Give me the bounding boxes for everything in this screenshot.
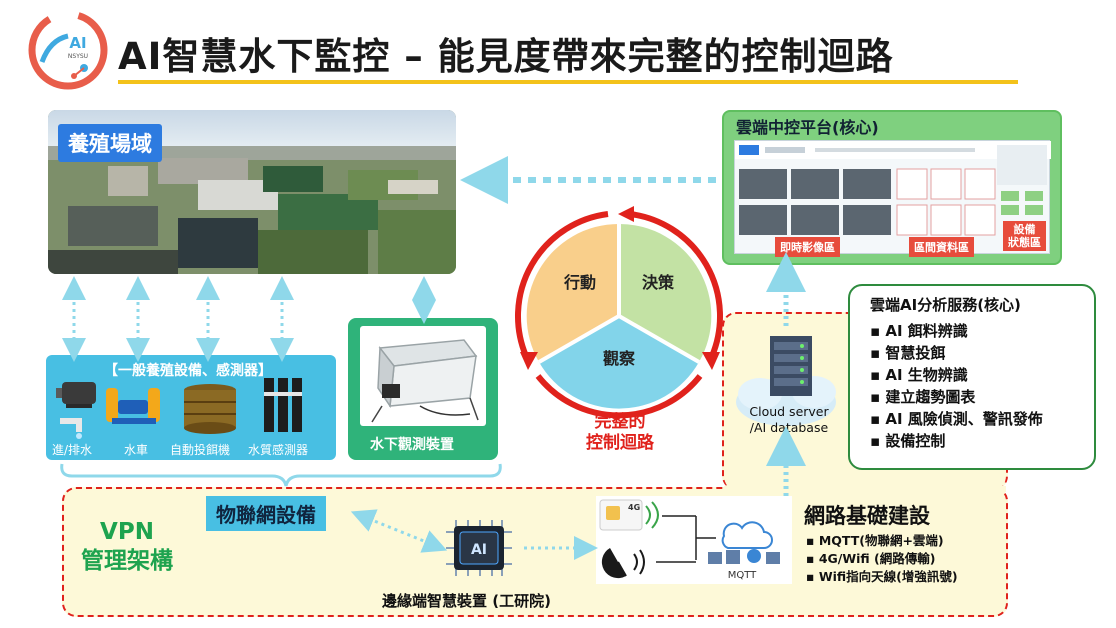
cloud-server-label-line1: Cloud server: [749, 404, 829, 419]
auto-feeder-icon: [184, 384, 236, 434]
tag-device-status-line2: 狀態區: [1008, 236, 1041, 249]
edge-ai-chip-icon: AI: [446, 520, 512, 576]
vpn-label-line1: VPN: [100, 519, 154, 545]
equip-label-inlet-outlet: 進/排水: [52, 443, 93, 457]
service-item: 智慧投餌: [870, 342, 1043, 364]
cloud-server-label-line2: /AI database: [749, 420, 829, 435]
page-title: AI智慧水下監控 – 能見度帶來完整的控制迴路: [118, 35, 894, 78]
edge-device-label: 邊緣端智慧裝置 (工研院): [382, 592, 551, 610]
cloud-server-icon: [736, 336, 836, 426]
loop-arrowhead-right: [702, 352, 720, 370]
directional-antenna-icon: [601, 548, 645, 579]
sim-4g-text: 4G: [628, 503, 640, 512]
network-item: Wifi指向天線(增強訊號): [806, 568, 958, 586]
iot-devices-label: 物聯網設備: [206, 496, 326, 531]
tag-device-status: 設備 狀態區: [1003, 221, 1046, 251]
cloud-platform-title: 雲端中控平台(核心): [736, 118, 879, 137]
service-item: 建立趨勢圖表: [870, 386, 1043, 408]
equip-label-auto-feeder: 自動投餌機: [170, 443, 231, 457]
loop-arc-left: [514, 211, 609, 358]
network-infrastructure-graphic: 4G MQTT: [596, 496, 792, 584]
equip-label-water-sensor: 水質感測器: [248, 443, 309, 457]
loop-arrowhead-left: [520, 352, 538, 370]
loop-caption: 完整的 控制迴路: [568, 412, 672, 454]
network-infra-list: MQTT(物聯網+雲端) 4G/Wifi (網路傳輸) Wifi指向天線(增強訊…: [806, 532, 958, 586]
loop-arc-right: [629, 211, 724, 358]
underwater-device-label: 水下觀測裝置: [370, 437, 454, 453]
cloud-server-label: Cloud server /AI database: [734, 404, 844, 436]
loop-dividers: [538, 224, 700, 364]
tag-realtime-video: 即時影像區: [775, 237, 840, 257]
logo-text: AI: [69, 34, 86, 52]
motor-icon: [56, 382, 96, 408]
service-item: AI 生物辨識: [870, 364, 1043, 386]
control-loop-diagram: 行動 決策 觀察: [514, 206, 724, 419]
loop-observe-label: 觀察: [603, 349, 636, 368]
service-item: AI 餌料辨識: [870, 320, 1043, 342]
vpn-label: VPN 管理架構: [72, 518, 182, 576]
cloud-mqtt-icon: MQTT: [708, 521, 780, 581]
tag-interval-data: 區間資料區: [909, 237, 974, 257]
water-tap-icon: [60, 418, 82, 439]
ai-services-title: 雲端AI分析服務(核心): [870, 296, 1021, 314]
vpn-label-line2: 管理架構: [81, 548, 173, 574]
loop-arrowhead-top: [618, 206, 634, 222]
network-item: MQTT(物聯網+雲端): [806, 532, 958, 550]
region-joint: [724, 486, 1006, 492]
underwater-device-image: [360, 326, 486, 426]
equipment-icons: [56, 378, 302, 439]
logo-subtext: NSYSU: [68, 53, 88, 60]
network-infra-title: 網路基礎建設: [804, 504, 930, 528]
loop-arc-bottom: [535, 374, 703, 419]
platform-screenshot: 即時影像區 區間資料區 設備 狀態區: [734, 140, 1051, 257]
paddlewheel-icon: [106, 388, 160, 424]
farm-label: 養殖場域: [58, 124, 162, 162]
equip-label-paddlewheel: 水車: [124, 443, 149, 457]
mqtt-text: MQTT: [728, 570, 757, 581]
loop-decision-label: 決策: [642, 273, 675, 292]
ai-services-list: AI 餌料辨識 智慧投餌 AI 生物辨識 建立趨勢圖表 AI 風險偵測、警訊發佈…: [870, 320, 1043, 452]
loop-caption-line1: 完整的: [594, 412, 646, 432]
loop-caption-line2: 控制迴路: [586, 433, 654, 453]
title-underline: [118, 80, 1018, 84]
platform-dashboard-graphic: [735, 141, 1051, 236]
edge-chip-text: AI: [471, 542, 487, 558]
loop-action-label: 行動: [563, 273, 596, 292]
tag-device-status-line1: 設備: [1013, 223, 1036, 236]
service-item: 設備控制: [870, 430, 1043, 452]
network-item: 4G/Wifi (網路傳輸): [806, 550, 958, 568]
signal-icon: [645, 505, 651, 525]
water-quality-sensor-icon: [264, 378, 302, 432]
grouping-brace: [60, 463, 502, 487]
nsysu-ai-logo: AI NSYSU: [28, 10, 108, 90]
equipment-title: 【一般養殖設備、感測器】: [104, 363, 272, 379]
service-item: AI 風險偵測、警訊發佈: [870, 408, 1042, 430]
